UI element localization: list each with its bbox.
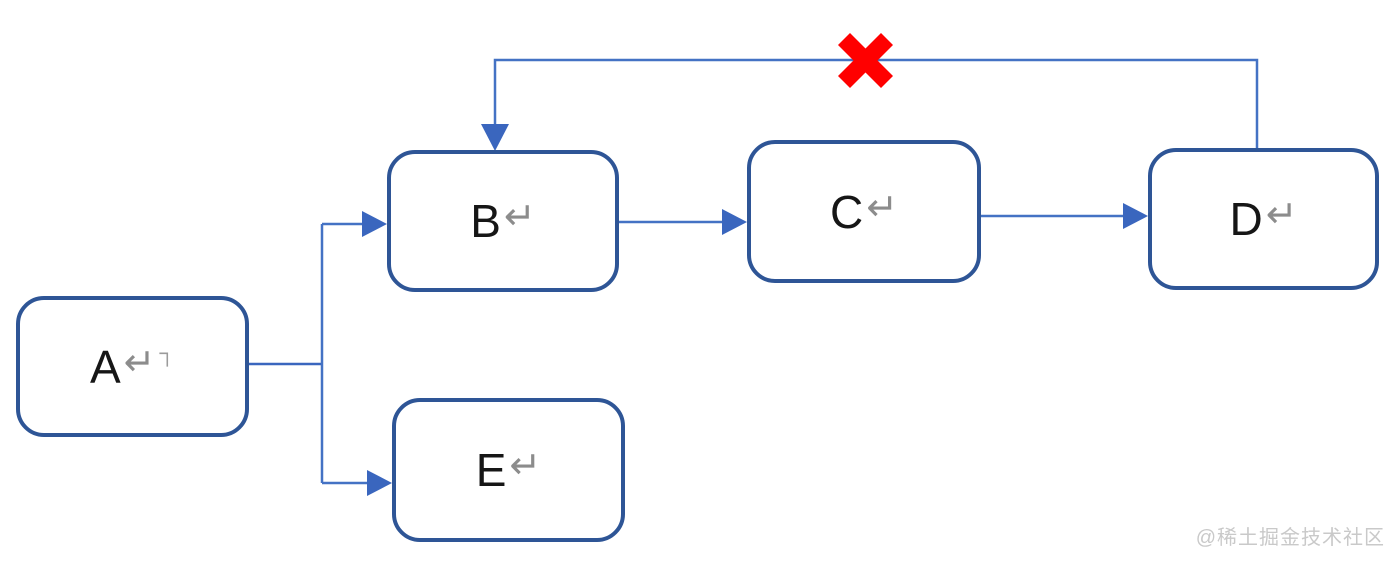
node-e: E↵ bbox=[392, 398, 625, 542]
node-b-label: B bbox=[470, 195, 502, 247]
arrowhead-into-b-top bbox=[481, 124, 509, 151]
node-d: D↵ bbox=[1148, 148, 1379, 290]
return-mark-icon: ↵ bbox=[1265, 194, 1298, 236]
node-d-label: D bbox=[1229, 193, 1264, 245]
arrowhead-into-d-left bbox=[1123, 203, 1148, 229]
arrowhead-into-c-left bbox=[722, 209, 747, 235]
node-a: A↵┐ bbox=[16, 296, 249, 437]
red-x-icon bbox=[837, 32, 894, 89]
return-mark-icon: ↵ bbox=[509, 445, 542, 487]
return-mark-icon: ↵ bbox=[503, 196, 536, 238]
arrowhead-into-e-left bbox=[367, 470, 392, 496]
return-mark-icon: ↵ bbox=[123, 341, 156, 384]
node-a-label: A bbox=[89, 340, 122, 393]
caret-mark-icon: ┐ bbox=[159, 339, 176, 365]
watermark: @稀土掘金技术社区 bbox=[1195, 527, 1385, 549]
arrowhead-into-b-left bbox=[362, 211, 387, 237]
node-b: B↵ bbox=[387, 150, 619, 292]
return-mark-icon: ↵ bbox=[866, 186, 899, 229]
node-c-label: C bbox=[829, 185, 865, 238]
node-c: C↵ bbox=[747, 140, 981, 283]
node-e-label: E bbox=[475, 444, 508, 496]
